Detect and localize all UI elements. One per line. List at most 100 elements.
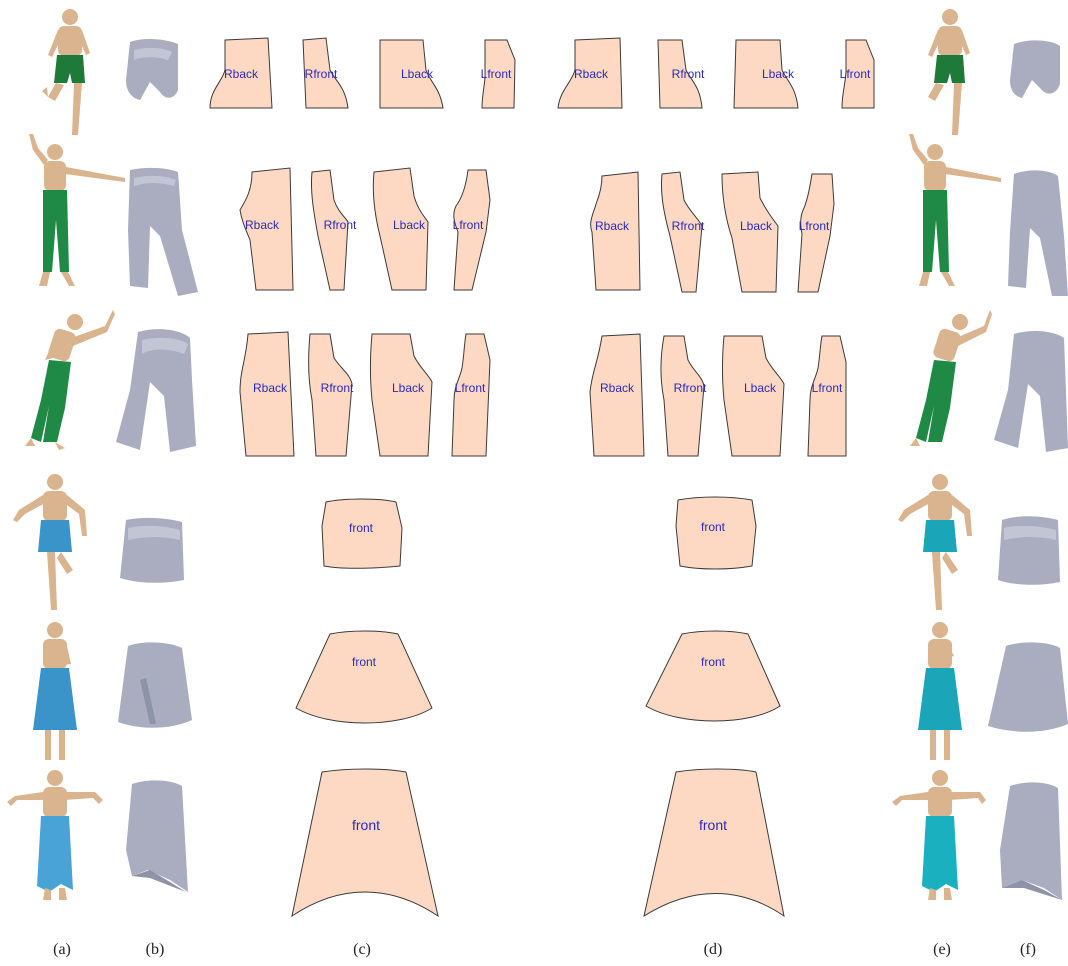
panel-label: Rfront xyxy=(324,218,357,232)
avatar-row-4 xyxy=(13,474,87,610)
pattern-panel xyxy=(646,631,780,721)
pattern-set-d-row-4: front xyxy=(676,497,756,569)
caption-c: (c) xyxy=(353,941,371,958)
draped-skirt-row-4 xyxy=(998,516,1060,585)
avatar-row-6 xyxy=(7,770,103,900)
panel-label: Lback xyxy=(762,67,795,81)
avatar-row-1 xyxy=(928,9,970,135)
column-c-patterns: Rback Rfront Lback Lfront Rback Rfront L… xyxy=(210,38,515,916)
column-b-garments xyxy=(116,39,198,892)
pattern-panel xyxy=(661,336,704,456)
panel-label: Lfront xyxy=(455,381,486,395)
panel-label: front xyxy=(349,521,374,535)
draped-skirt-row-4 xyxy=(120,518,184,583)
pattern-set-c-row-3: Rback Rfront Lback Lfront xyxy=(240,332,490,456)
panel-label: front xyxy=(701,520,726,534)
caption-a: (a) xyxy=(53,941,71,958)
pattern-panel xyxy=(590,334,644,456)
avatar-row-1 xyxy=(42,9,90,135)
avatar-row-6 xyxy=(892,770,986,900)
caption-e: (e) xyxy=(933,941,951,958)
pattern-set-d-row-5: front xyxy=(646,631,780,721)
caption-f: (f) xyxy=(1020,941,1036,958)
panel-label: Lfront xyxy=(840,67,871,81)
panel-label: front xyxy=(352,817,380,833)
pattern-set-c-row-1: Rback Rfront Lback Lfront xyxy=(210,38,515,108)
panel-label: Lback xyxy=(744,381,777,395)
pattern-panel xyxy=(296,631,432,723)
panel-label: Lfront xyxy=(812,381,843,395)
panel-label: front xyxy=(701,655,726,669)
panel-label: Lfront xyxy=(453,218,484,232)
panel-label: Lback xyxy=(401,67,434,81)
garment-pants xyxy=(923,190,949,272)
panel-label: Rback xyxy=(600,381,635,395)
pattern-panel xyxy=(309,334,352,456)
pattern-panel xyxy=(644,769,784,916)
captions: (a) (b) (c) (d) (e) (f) xyxy=(53,941,1036,958)
avatar-row-3 xyxy=(25,310,115,450)
draped-shorts-row-1 xyxy=(1010,40,1060,98)
panel-label: Rfront xyxy=(672,219,705,233)
draped-skirt-row-6 xyxy=(126,780,188,892)
draped-skirt-row-5 xyxy=(118,642,192,727)
pattern-panel xyxy=(723,336,785,456)
panel-label: Rback xyxy=(224,67,259,81)
garment-shorts xyxy=(54,55,85,83)
panel-label: Lback xyxy=(393,218,426,232)
pattern-set-c-row-5: front xyxy=(296,631,432,723)
panel-label: front xyxy=(352,655,377,669)
panel-label: Rfront xyxy=(305,67,338,81)
panel-label: Rback xyxy=(253,381,288,395)
garment-pants xyxy=(31,360,71,442)
pattern-set-c-row-4: front xyxy=(322,499,402,568)
pattern-set-d-row-1: Rback Rfront Lback Lfront xyxy=(558,38,874,108)
panel-label: Rback xyxy=(574,67,609,81)
pattern-panel xyxy=(798,174,834,292)
pattern-set-c-row-6: front xyxy=(292,769,438,916)
garment-skirt xyxy=(33,668,77,730)
column-e-avatars xyxy=(892,9,1001,900)
pattern-set-d-row-3: Rback Rfront Lback Lfront xyxy=(590,334,846,456)
pattern-set-d-row-6: front xyxy=(644,769,784,916)
pattern-panel xyxy=(292,769,438,916)
panel-label: Rback xyxy=(595,219,630,233)
garment-shorts xyxy=(934,55,965,83)
column-f-garments xyxy=(988,40,1068,900)
draped-pants-row-3 xyxy=(994,331,1068,452)
avatar-row-2 xyxy=(909,134,1001,286)
pattern-set-c-row-2: Rback Rfront Lback Lfront xyxy=(240,168,490,290)
column-a-avatars xyxy=(7,9,125,900)
panel-label: Rfront xyxy=(672,67,705,81)
avatar-row-2 xyxy=(29,134,125,286)
garment-pants xyxy=(916,360,956,442)
pattern-panel xyxy=(808,336,846,456)
pattern-set-d-row-2: Rback Rfront Lback Lfront xyxy=(591,172,834,292)
panel-label: Lback xyxy=(740,219,773,233)
pattern-panel xyxy=(371,334,433,456)
avatar-row-3 xyxy=(910,310,992,446)
garment-skirt xyxy=(37,816,73,892)
panel-label: Rfront xyxy=(674,381,707,395)
garment-skirt xyxy=(923,520,957,552)
avatar-row-4 xyxy=(898,474,972,610)
avatar-row-5 xyxy=(918,622,962,760)
garment-skirt xyxy=(918,668,962,730)
panel-label: Lfront xyxy=(481,67,512,81)
panel-label: Rback xyxy=(245,218,280,232)
draped-skirt-row-6 xyxy=(1000,782,1062,900)
draped-shorts-row-1 xyxy=(126,39,178,100)
panel-label: Lfront xyxy=(799,219,830,233)
panel-label: Lback xyxy=(392,381,425,395)
pattern-panel xyxy=(452,334,490,456)
draped-pants-row-3 xyxy=(116,329,196,452)
avatar-row-5 xyxy=(33,622,77,760)
panel-label: Rfront xyxy=(321,381,354,395)
draped-pants-row-2 xyxy=(1008,170,1068,296)
caption-d: (d) xyxy=(704,941,723,958)
caption-b: (b) xyxy=(146,941,165,958)
draped-pants-row-2 xyxy=(128,168,198,296)
garment-skirt xyxy=(38,520,72,552)
panel-label: front xyxy=(699,817,727,833)
